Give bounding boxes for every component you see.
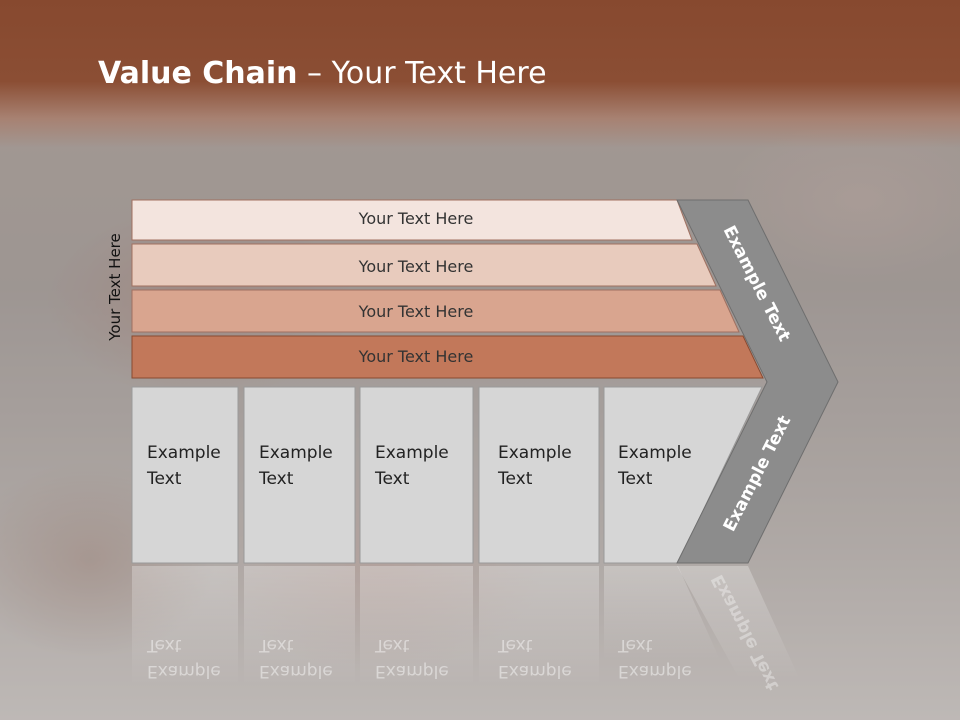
box-3-label: Example Text: [375, 443, 449, 489]
chevron-arrow: [676, 199, 839, 564]
reflection-chevron: [677, 566, 800, 680]
box-2-reflection: Example Text: [259, 635, 333, 681]
bar-3-label: Your Text Here: [358, 302, 474, 321]
reflection-box-3: [360, 566, 473, 686]
reflection-box-1: [132, 566, 238, 686]
box-1-reflection: Example Text: [147, 635, 221, 681]
bar-3: [131, 289, 740, 333]
box-3-reflection: Example Text: [375, 635, 449, 681]
box-5-reflection: Example Text: [618, 635, 692, 681]
box-5-label: Example Text: [618, 443, 692, 489]
title-bold: Value Chain: [98, 56, 298, 91]
box-1: [131, 386, 239, 564]
reflection-box-5: [604, 566, 720, 660]
bar-1-label: Your Text Here: [358, 209, 474, 228]
box-4: [478, 386, 600, 564]
bar-1: [131, 199, 693, 241]
box-4-label: Example Text: [498, 443, 572, 489]
box-1-label: Example Text: [147, 443, 221, 489]
slide-title: Value Chain – Your Text Here: [98, 56, 547, 91]
bar-4: [131, 335, 764, 379]
title-rest: – Your Text Here: [297, 56, 547, 91]
box-2: [243, 386, 356, 564]
box-4-reflection: Example Text: [498, 635, 572, 681]
box-3: [359, 386, 474, 564]
bar-2-label: Your Text Here: [358, 257, 474, 276]
reflection-box-4: [479, 566, 599, 686]
title-band: [0, 0, 960, 148]
bar-4-label: Your Text Here: [358, 347, 474, 366]
box-2-label: Example Text: [259, 443, 333, 489]
bar-2: [131, 243, 717, 287]
reflection-box-2: [244, 566, 355, 686]
